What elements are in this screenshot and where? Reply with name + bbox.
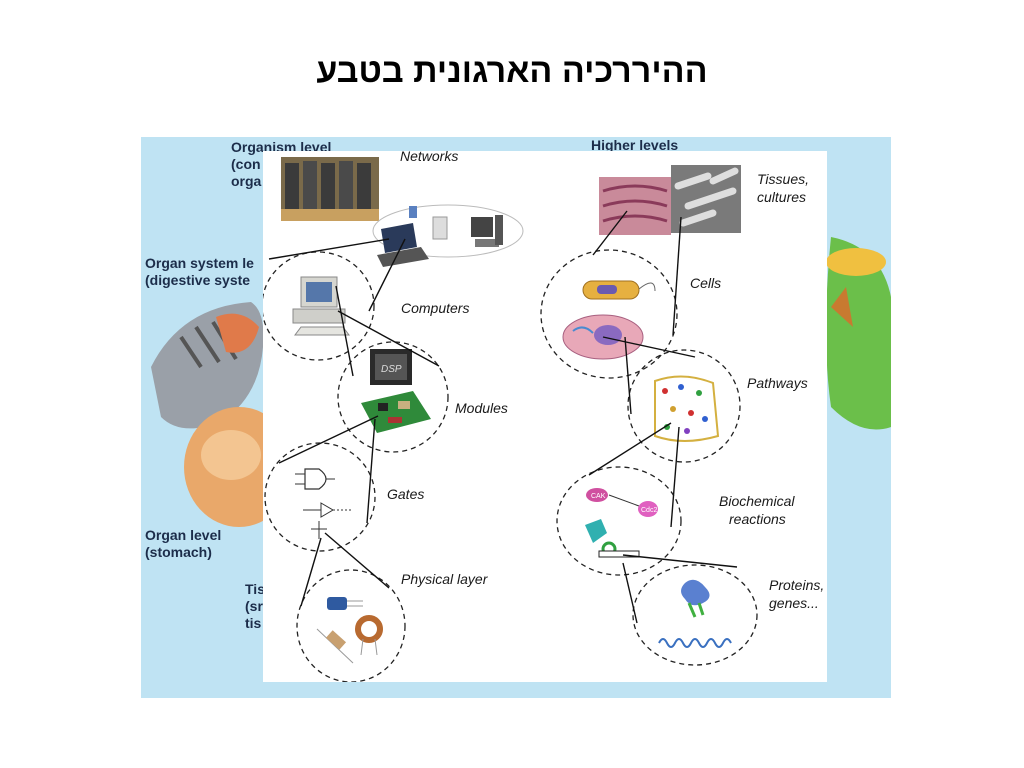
bacterium-image [582,280,656,300]
cdc2-label: Cdc2 [641,507,657,514]
capacitor-icon [327,597,363,610]
computers-circle [263,251,375,361]
inductor-coil-icon [355,615,383,656]
transistor-circuit-icon [303,502,351,539]
gates-circle [264,442,376,552]
proteins-label-line2: genes... [769,595,819,611]
cell-culture-image [671,165,741,233]
dna-helix-icon [658,638,732,648]
network-link [372,204,524,258]
left-connectors [268,238,440,607]
higher-levels-label: Higher levels [591,137,679,153]
pathways-circle [627,349,741,463]
resistor-icon [316,628,354,664]
wireless-router-icon [409,206,448,240]
organ-level-label: Organ level (stomach) [145,527,222,560]
pathways-label: Pathways [747,375,808,391]
circuit-board-image [361,391,431,433]
proteins-label-line1: Proteins, [769,577,824,593]
biochemical-label-line2: reactions [729,511,786,527]
dsp-chip-label: DSP [381,364,402,375]
tissue-level-label: Tis (sr tis [245,581,265,631]
dsp-chip-image: DSP [370,349,412,385]
laptop-icon [377,223,429,267]
slide-title: ההיררכיה הארגונית בטבע [316,52,708,90]
logic-gate-icon [295,468,335,490]
bird-illustration [826,248,886,276]
foliage-illustration [826,237,891,430]
modules-label: Modules [455,400,508,416]
tissue-image [599,177,671,235]
gates-label: Gates [387,486,424,502]
pc-icon [292,276,350,336]
cells-label: Cells [690,275,721,291]
physical-layer-label: Physical layer [401,571,489,587]
cak-label: CAK [591,493,606,500]
modules-circle [337,341,449,453]
networks-label: Networks [400,151,458,164]
tissues-label-line1: Tissues, [757,171,809,187]
biochemical-reactions-circle [556,466,682,576]
computers-label: Computers [401,300,469,316]
cells-circle [540,249,678,379]
physical-layer-circle [296,569,406,682]
server-rack-image [281,157,379,221]
organ-system-level-label: Organ system le (digestive syste [145,255,254,288]
protein-structure-image [681,579,710,618]
biochemical-label-line1: Biochemical [719,493,795,509]
hierarchy-diagram: Networks Computers DS [263,151,824,682]
digestive-organ [216,313,259,353]
stomach-highlight [201,430,261,480]
proteins-genes-circle [632,564,758,666]
tissues-label-line2: cultures [757,189,806,205]
hierarchy-diagram-panel: Networks Computers DS [263,151,827,682]
animal-illustration [831,287,853,327]
desktop-computer-icon [471,215,503,247]
reaction-diagram-image: CAK Cdc2 [585,488,658,558]
pathway-network-image [654,375,720,442]
right-connectors [588,210,738,624]
